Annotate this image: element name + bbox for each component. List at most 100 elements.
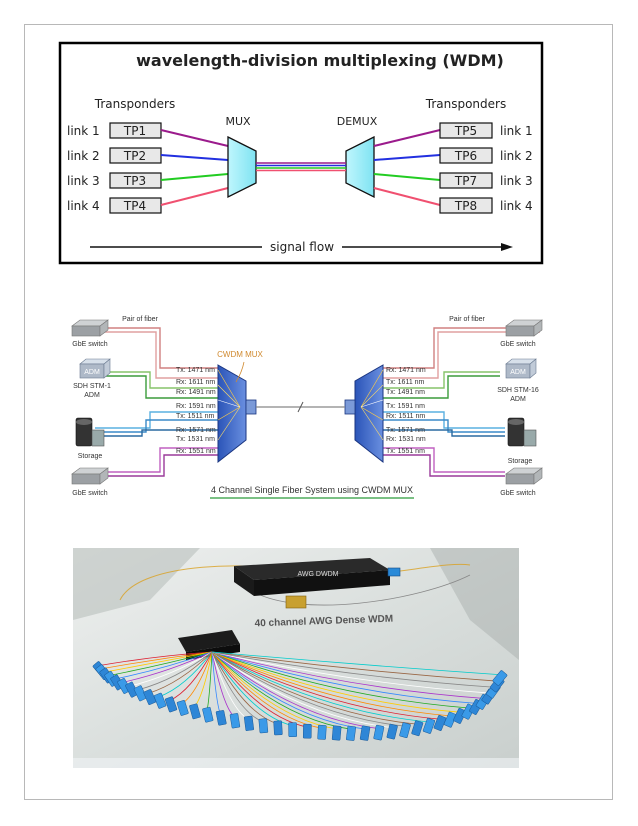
tp-label: TP5	[454, 124, 477, 138]
adm-icon-label: ADM	[510, 369, 526, 376]
cwdm-wavelength-label: Tx: 1571 nm	[386, 427, 425, 434]
cwdm-caption: 4 Channel Single Fiber System using CWDM…	[211, 485, 413, 495]
sc-connector-icon	[359, 725, 371, 741]
fiber-strand	[211, 651, 442, 720]
awg-splitter-box	[178, 630, 240, 652]
cwdm-fan-lines	[217, 369, 384, 441]
wdm-title: wavelength-division multiplexing (WDM)	[136, 51, 504, 70]
cwdm-wavelength-label: Rx: 1591 nm	[176, 403, 216, 410]
fiber-strand	[115, 651, 213, 680]
cwdm-wavelength-label: Rx: 1571 nm	[176, 427, 216, 434]
fiber-strand	[211, 651, 431, 723]
fiber-strand	[100, 651, 213, 670]
sc-connector-icon	[153, 692, 167, 709]
fiber-strand	[211, 651, 496, 688]
sc-connector-icon	[215, 710, 227, 726]
sc-connector-icon	[433, 715, 447, 731]
demux-prism	[345, 135, 375, 199]
sc-connector-icon	[244, 715, 254, 731]
fiber-strand	[211, 651, 485, 699]
sc-connector-icon	[399, 722, 411, 738]
cwdm-wavelength-label: Rx: 1531 nm	[386, 436, 426, 443]
cwdm-device-label: GbE switch	[72, 341, 108, 348]
left-link-label: link 3	[67, 174, 100, 188]
fiber-strand	[169, 651, 213, 701]
cwdm-wavelength-label: Rx: 1551 nm	[176, 448, 216, 455]
cwdm-wavelength-label: Tx: 1471 nm	[176, 367, 215, 374]
page-frame	[24, 24, 613, 800]
fiber-strand	[211, 651, 462, 713]
sc-connector-icon	[411, 720, 424, 737]
right-transponder-boxes	[439, 122, 493, 214]
cwdm-wavelength-label: Tx: 1611 nm	[386, 379, 425, 386]
cwdm-right-fibers	[383, 327, 540, 477]
cwdm-wavelength-label: Rx: 1471 nm	[386, 367, 426, 374]
left-fiber-lines	[160, 129, 229, 206]
cwdm-device-label: GbE switch	[500, 490, 536, 497]
sc-connector-icon	[229, 713, 241, 729]
cwdm-device-label: Storage	[78, 453, 103, 460]
cwdm-device-label: ADM	[510, 396, 526, 403]
awg-dwdm-label: AWG DWDM	[298, 571, 339, 578]
fiber-strand	[211, 651, 491, 694]
fiber-strand	[211, 651, 452, 717]
storage-icon	[507, 417, 537, 447]
cwdm-mux-left-port	[245, 399, 257, 415]
signal-flow-arrow	[90, 243, 513, 251]
fiber-strand	[211, 651, 503, 676]
colored-fiber-fan	[97, 651, 503, 730]
fiber-strand	[129, 651, 213, 687]
cwdm-device-label: SDH STM-1	[73, 383, 111, 390]
fiber-strand	[138, 651, 213, 691]
fiber-break-mark	[297, 401, 304, 413]
fiber-strand	[211, 651, 293, 727]
trunk-fiber-bundle	[256, 162, 346, 172]
fiber-strand	[211, 651, 471, 709]
right-link-label: link 4	[500, 199, 533, 213]
wdm-diagram: wavelength-division multiplexing (WDM) T…	[58, 41, 544, 265]
sc-connector-icon	[176, 700, 189, 716]
sc-connector-icon	[273, 720, 283, 736]
fiber-strand	[211, 651, 264, 723]
cwdm-device-label: Storage	[508, 458, 533, 465]
right-transponders-heading: Transponders	[425, 97, 506, 111]
right-link-label: link 2	[500, 149, 533, 163]
fiber-strand	[109, 651, 213, 676]
cwdm-mux-right	[354, 364, 384, 464]
sc-connector-icon	[373, 724, 385, 741]
storage-icon	[75, 417, 105, 447]
cwdm-wavelength-label: Tx: 1591 nm	[386, 403, 425, 410]
cwdm-wavelength-label: Tx: 1511 nm	[176, 413, 215, 420]
sc-connector-icon	[331, 725, 342, 741]
right-link-label: link 1	[500, 124, 533, 138]
sc-connector-icon	[443, 711, 457, 728]
cwdm-wavelength-label: Rx: 1611 nm	[176, 379, 215, 386]
cwdm-diagram: Tx: 1471 nm Rx: 1611 nm Rx: 1491 nm Rx: …	[71, 316, 543, 499]
tp-label: TP1	[123, 124, 146, 138]
sc-connector-icon	[189, 703, 201, 720]
cwdm-mux-pointer	[235, 361, 245, 383]
right-link-label: link 3	[500, 174, 533, 188]
tp-label: TP4	[123, 199, 146, 213]
right-fiber-lines	[373, 129, 441, 206]
left-transponder-boxes	[109, 122, 162, 214]
cwdm-wavelength-label: Tx: 1531 nm	[176, 436, 215, 443]
cwdm-device-label: ADM	[84, 392, 100, 399]
sc-connector-icon	[164, 696, 178, 713]
sc-connector-icon	[346, 725, 356, 741]
fiber-strand	[211, 651, 500, 682]
gbe-switch-icon	[71, 467, 109, 485]
left-transponders-heading: Transponders	[94, 97, 175, 111]
sc-connector-icon	[202, 706, 214, 723]
cwdm-wavelength-label: Tx: 1491 nm	[386, 389, 425, 396]
tp-label: TP6	[454, 149, 477, 163]
demux-label: DEMUX	[337, 115, 378, 128]
sc-connector-icon	[302, 723, 312, 739]
pair-of-fiber-label: Pair of fiber	[122, 316, 158, 323]
left-link-label: link 4	[67, 199, 100, 213]
adm-icon: ADM	[79, 358, 111, 379]
awg-dwdm-photo: AWG DWDM 40 channel AWG Dense WDM	[73, 548, 519, 768]
awg-banner-text: 40 channel AWG Dense WDM	[254, 614, 393, 630]
tp-label: TP2	[123, 149, 146, 163]
